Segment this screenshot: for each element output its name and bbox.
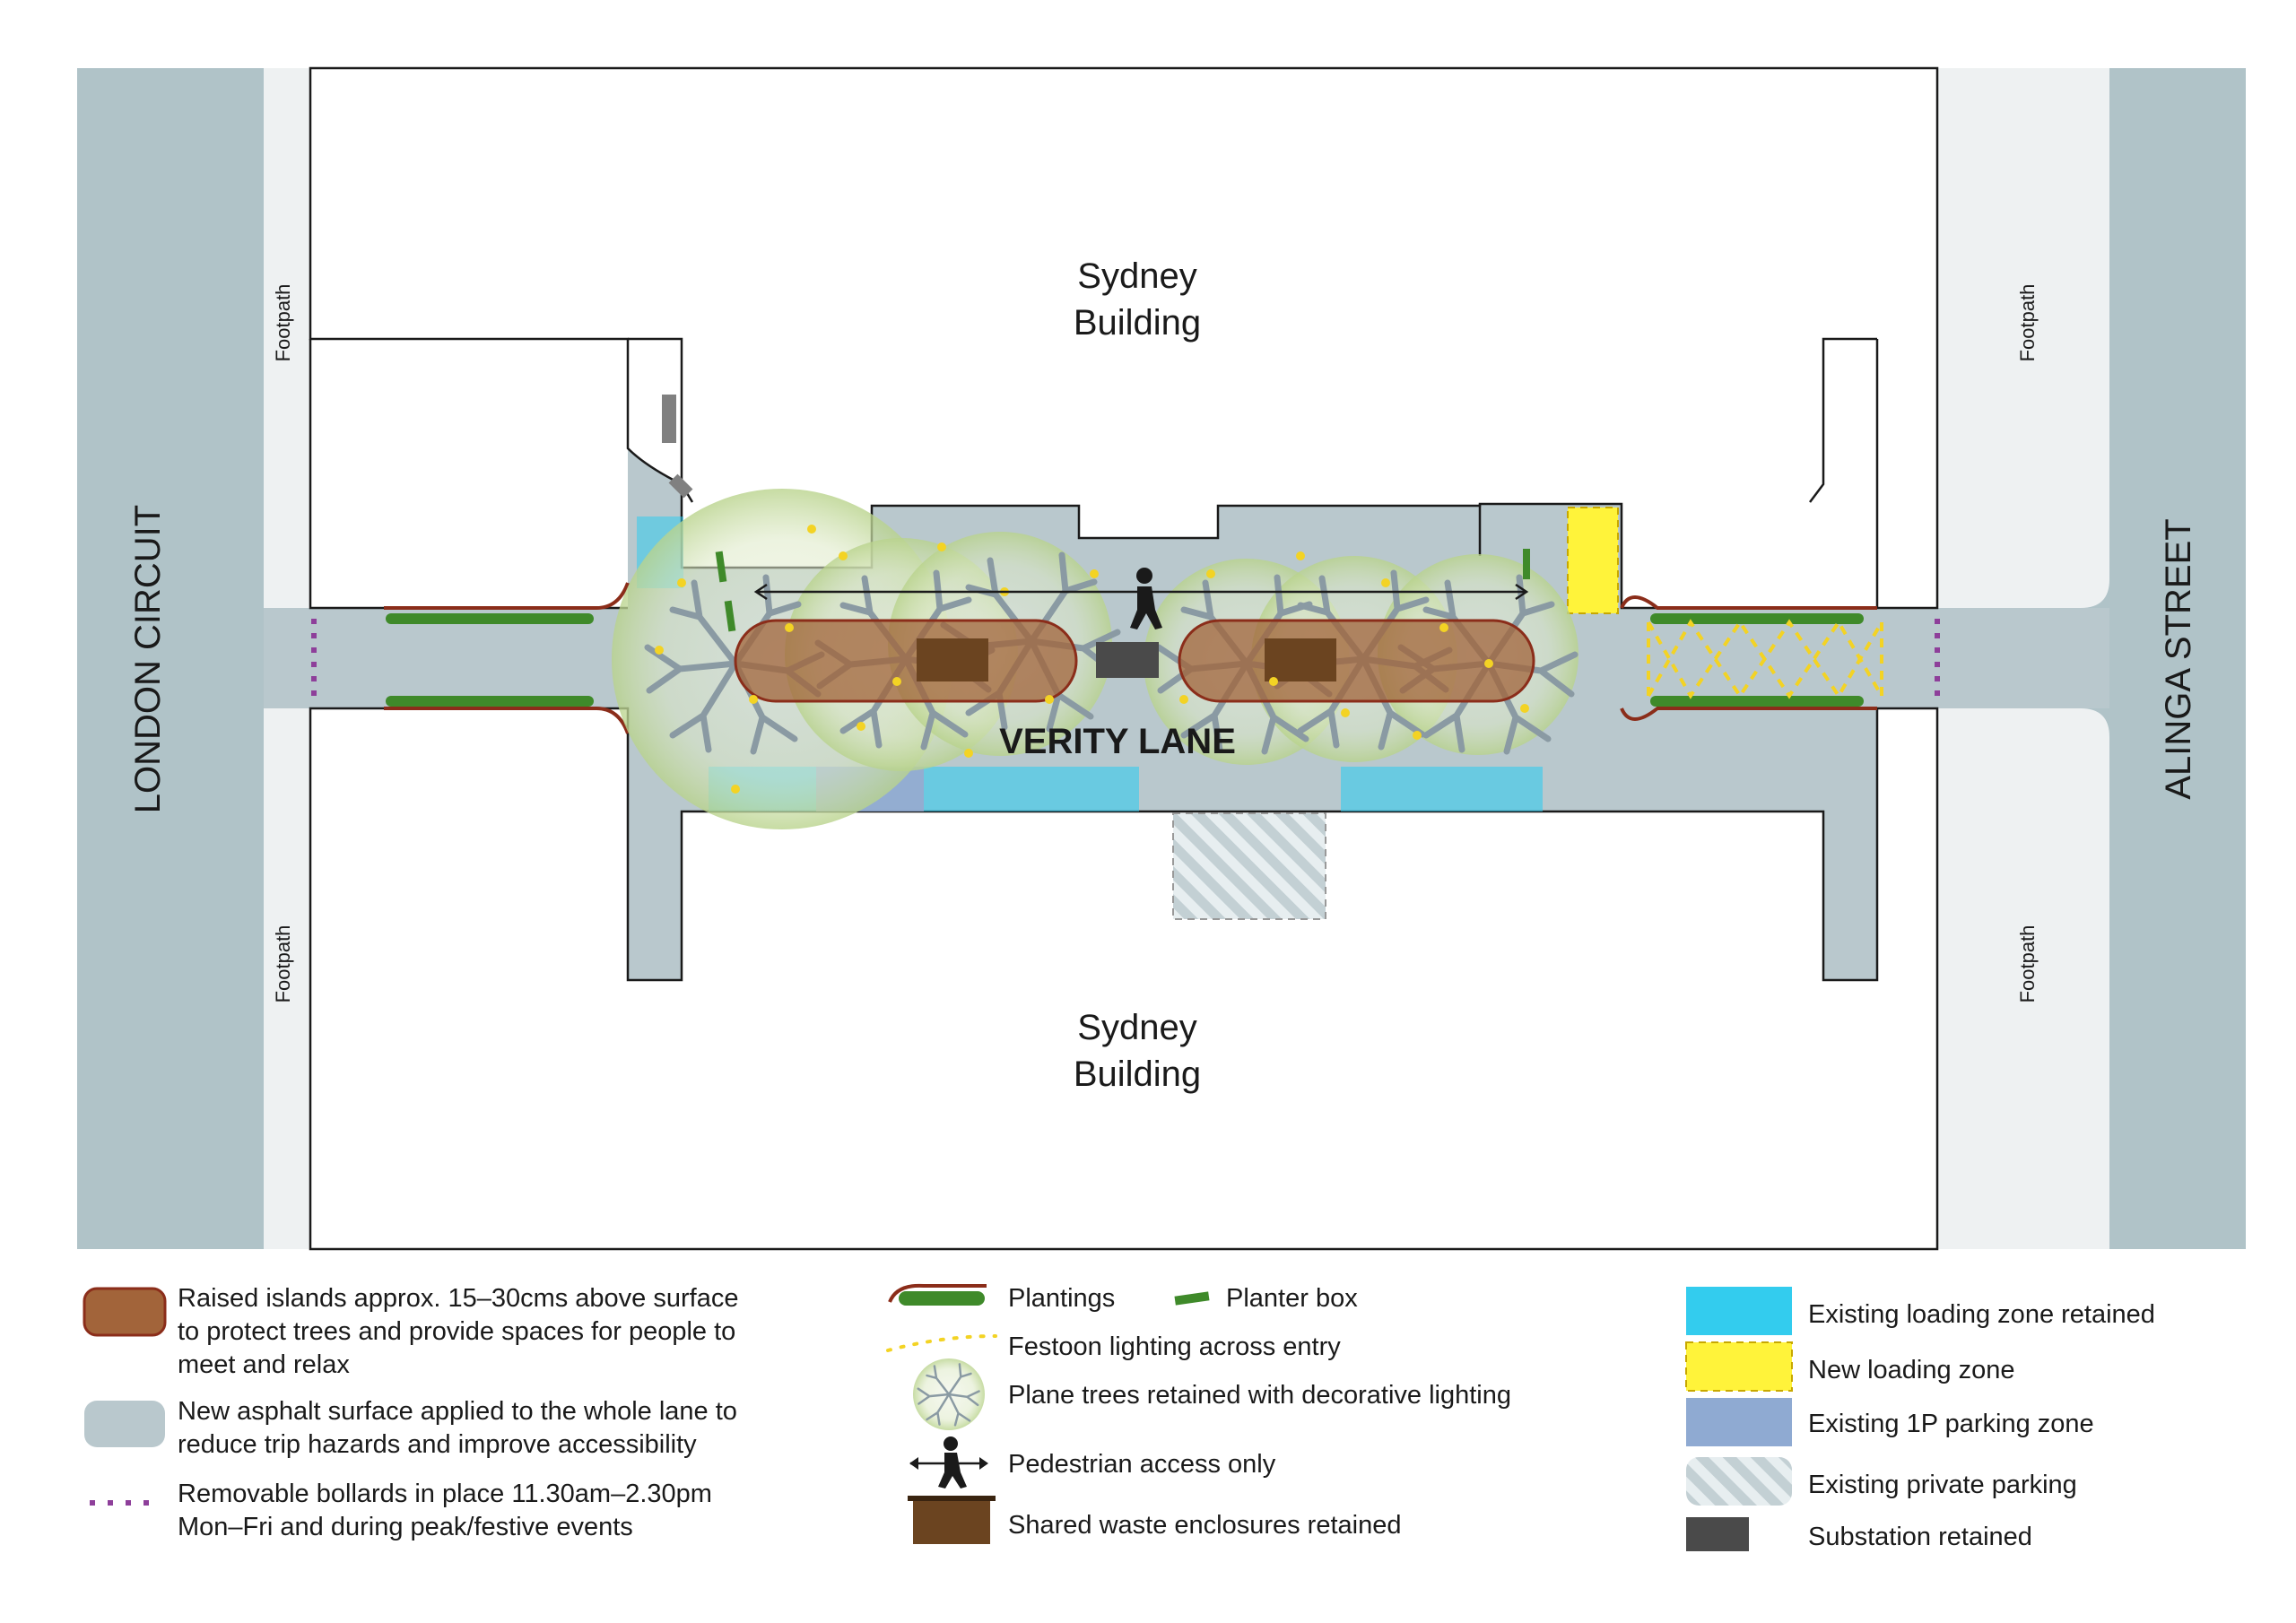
footpath-label-nw: Footpath — [272, 284, 294, 362]
plantings-west-south — [384, 707, 630, 734]
waste-enclosure-west — [917, 638, 988, 681]
legend-plantings-swatch — [888, 1283, 987, 1303]
new-loading-zone — [1567, 507, 1619, 614]
legend-asphalt-text: New asphalt surface applied to the whole… — [178, 1397, 737, 1459]
legend-1p-parking-text: Existing 1P parking zone — [1808, 1410, 2094, 1438]
legend-planter-box-text: Planter box — [1226, 1284, 1358, 1313]
footpath-label-ne: Footpath — [2016, 284, 2039, 362]
legend-pedestrian-swatch — [909, 1436, 988, 1488]
footpath-label-sw: Footpath — [272, 925, 294, 1003]
legend-substation-text: Substation retained — [1808, 1523, 2032, 1551]
planter-box-3 — [1523, 549, 1530, 579]
street-label-west: LONDON CIRCUIT — [128, 505, 168, 813]
legend-festoon-text: Festoon lighting across entry — [1008, 1332, 1341, 1361]
legend-existing-loading-text: Existing loading zone retained — [1808, 1300, 2155, 1329]
existing-loading-zone-south-3 — [1341, 767, 1543, 812]
legend-waste-text: Shared waste enclosures retained — [1008, 1511, 1402, 1540]
sydney-building-south — [309, 707, 1939, 1251]
legend-planter-box-swatch — [1174, 1291, 1210, 1306]
legend-new-loading-text: New loading zone — [1808, 1356, 2015, 1384]
legend-plantings-text: Plantings — [1008, 1284, 1116, 1313]
legend-existing-loading-swatch — [1686, 1287, 1792, 1335]
legend-swatches — [83, 1283, 1793, 1551]
legend-pedestrian-text: Pedestrian access only — [1008, 1450, 1276, 1479]
building-label-south-text: Sydney Building — [1073, 1008, 1202, 1094]
legend-1p-parking-swatch — [1686, 1398, 1792, 1446]
street-label-east: ALINGA STREET — [2159, 518, 2198, 799]
legend-asphalt-swatch — [84, 1401, 165, 1447]
existing-loading-zone-south-2 — [924, 767, 1139, 812]
building-label-north-text: Sydney Building — [1073, 256, 1202, 343]
legend-private-parking-text: Existing private parking — [1808, 1471, 2077, 1499]
legend-bollards-text: Removable bollards in place 11.30am–2.30… — [178, 1480, 712, 1541]
london-circuit-road — [77, 68, 264, 1249]
substation — [1096, 642, 1159, 678]
alinga-street-road — [2109, 68, 2246, 1249]
legend-raised-island-swatch — [83, 1287, 167, 1337]
legend-new-loading-swatch — [1685, 1341, 1793, 1392]
legend-festoon-swatch — [886, 1334, 997, 1352]
legend-plane-tree-text: Plane trees retained with decorative lig… — [1008, 1381, 1511, 1410]
planter-box-2 — [724, 600, 736, 632]
waste-enclosure-east — [1265, 638, 1336, 681]
legend-raised-island-text: Raised islands approx. 15–30cms above su… — [178, 1284, 739, 1379]
raised-island-west — [734, 619, 1078, 703]
legend-private-parking-swatch — [1686, 1457, 1792, 1506]
plantings-west-north — [384, 582, 630, 610]
legend-substation-swatch — [1686, 1517, 1749, 1551]
planter-box-1 — [715, 551, 727, 583]
lane-name: VERITY LANE — [999, 722, 1236, 761]
footpath-label-se: Footpath — [2016, 925, 2039, 1003]
raised-island-east — [1178, 619, 1535, 703]
festoon-lighting-east — [1647, 619, 1883, 699]
pedestrian-icon — [1130, 568, 1162, 629]
substation-small — [662, 395, 676, 443]
festoon-lights-canopy — [655, 525, 1529, 794]
existing-private-parking — [1172, 812, 1326, 920]
legend-waste-swatch — [908, 1496, 996, 1544]
